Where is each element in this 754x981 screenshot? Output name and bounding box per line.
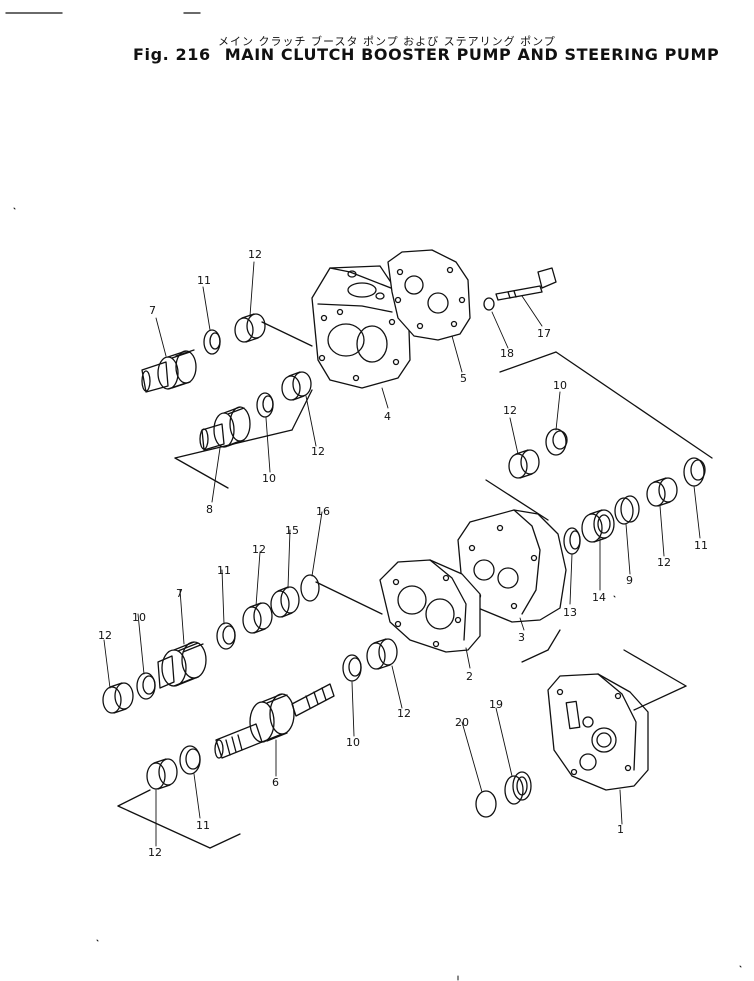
part-19-bearing bbox=[504, 771, 532, 805]
callout-19: 19 bbox=[489, 698, 503, 711]
part-5-cover-plate bbox=[387, 249, 471, 341]
callout-6: 6 bbox=[272, 776, 279, 789]
callout-15: 15 bbox=[285, 524, 299, 537]
callout-12: 12 bbox=[148, 846, 162, 859]
callout-14: 14 bbox=[592, 591, 606, 604]
part-12-needle-bearing bbox=[234, 313, 266, 343]
callout-10: 10 bbox=[262, 472, 276, 485]
callout-9: 9 bbox=[626, 574, 633, 587]
callout-18: 18 bbox=[500, 347, 514, 360]
part-12-needle-bearing bbox=[146, 758, 178, 790]
part-12-needle-bearing bbox=[366, 638, 398, 670]
callout-12: 12 bbox=[657, 556, 671, 569]
part-1-end-cover bbox=[547, 673, 649, 791]
part-2-gear-case bbox=[379, 559, 481, 653]
part-8-gear-shaft bbox=[199, 406, 251, 451]
callout-11: 11 bbox=[217, 564, 231, 577]
callout-12: 12 bbox=[252, 543, 266, 556]
callout-10: 10 bbox=[132, 611, 146, 624]
callout-11: 11 bbox=[197, 274, 211, 287]
callout-2: 2 bbox=[466, 670, 473, 683]
part-12-needle-bearing bbox=[646, 477, 678, 507]
callout-17: 17 bbox=[537, 327, 551, 340]
part-12-needle-bearing bbox=[508, 449, 540, 479]
callout-11: 11 bbox=[694, 539, 708, 552]
part-6-drive-shaft bbox=[214, 683, 335, 759]
part-16-snap-ring bbox=[300, 574, 320, 602]
part-3-pump-body bbox=[457, 509, 567, 623]
part-7-gear-shaft bbox=[157, 641, 207, 689]
callout-12: 12 bbox=[503, 404, 517, 417]
callout-7: 7 bbox=[176, 587, 183, 600]
callout-12: 12 bbox=[248, 248, 262, 261]
part-15-seal bbox=[270, 586, 300, 618]
part-20-snap-ring bbox=[475, 790, 497, 818]
figure-number: Fig. 216 bbox=[133, 45, 211, 64]
callout-13: 13 bbox=[563, 606, 577, 619]
part-14-bearing bbox=[581, 509, 615, 543]
part-9-seal bbox=[614, 497, 634, 525]
callout-7: 7 bbox=[149, 304, 156, 317]
part-18-washer bbox=[483, 297, 495, 311]
callout-4: 4 bbox=[384, 410, 391, 423]
part-4-gear-housing bbox=[311, 265, 411, 389]
part-12-needle-bearing bbox=[242, 602, 273, 634]
callout-11: 11 bbox=[196, 819, 210, 832]
part-17-bolt bbox=[495, 267, 557, 301]
japanese-title: メイン クラッチ ブースタ ポンプ および ステアリング ポンプ bbox=[218, 35, 556, 48]
callout-1: 1 bbox=[617, 823, 624, 836]
callout-3: 3 bbox=[518, 631, 525, 644]
callout-5: 5 bbox=[460, 372, 467, 385]
part-7-gear-shaft bbox=[141, 349, 197, 393]
callout-10: 10 bbox=[346, 736, 360, 749]
callout-20: 20 bbox=[455, 716, 469, 729]
part-12-needle-bearing bbox=[281, 371, 312, 401]
figure-title: Fig. 216 MAIN CLUTCH BOOSTER PUMP AND STE… bbox=[133, 45, 719, 64]
callout-10: 10 bbox=[553, 379, 567, 392]
callout-12: 12 bbox=[98, 629, 112, 642]
callout-16: 16 bbox=[316, 505, 330, 518]
callout-12: 12 bbox=[397, 707, 411, 720]
figure-title-text: MAIN CLUTCH BOOSTER PUMP AND STEERING PU… bbox=[224, 45, 720, 64]
callout-12: 12 bbox=[311, 445, 325, 458]
part-12-needle-bearing bbox=[102, 682, 134, 714]
callout-8: 8 bbox=[206, 503, 213, 516]
